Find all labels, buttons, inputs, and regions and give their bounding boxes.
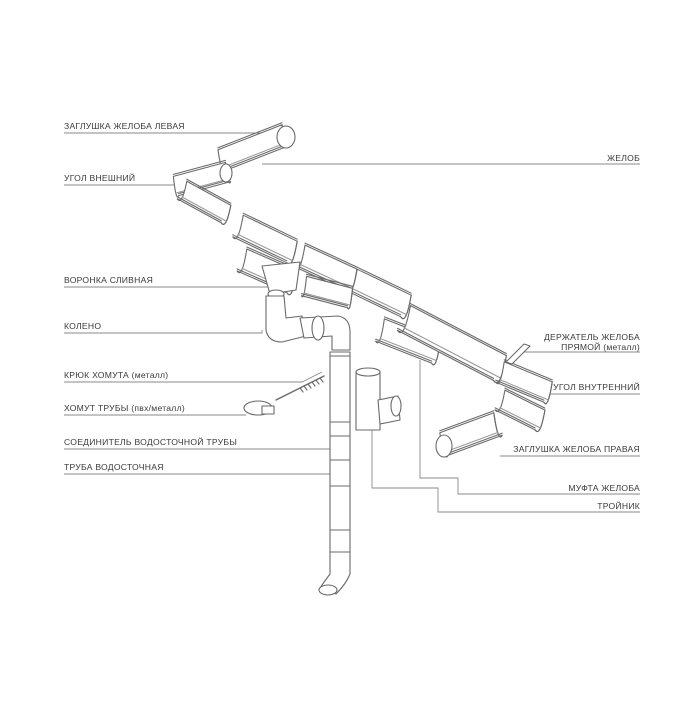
label-pipe-clamp: ХОМУТ ТРУБЫ (пвх/металл) (64, 403, 185, 413)
end-cap-left (277, 126, 295, 148)
outer-corner-b (177, 179, 231, 224)
label-bracket-line1: ДЕРЖАТЕЛЬ ЖЕЛОБА (543, 332, 640, 342)
label-outer-corner: УГОЛ ВНЕШНИЙ (64, 173, 136, 183)
tee-top (356, 368, 380, 376)
label-bracket-line2: ПРЯМОЙ (металл) (561, 342, 640, 352)
leader-tee (371, 430, 640, 513)
funnel-body (262, 262, 300, 294)
leader-lines (64, 132, 640, 513)
pipe-outlet-mouth (319, 585, 337, 595)
elbow-upper (266, 296, 306, 342)
clamp-hook-thread (300, 388, 303, 392)
clamp-hook-thread (312, 382, 315, 386)
label-gutter-coupling: МУФТА ЖЕЛОБА (568, 483, 640, 493)
label-funnel: ВОРОНКА СЛИВНАЯ (64, 275, 154, 285)
gutter-segment-1 (233, 213, 297, 264)
clamp-hook-thread (316, 380, 319, 384)
label-clamp-hook: КРЮК ХОМУТА (металл) (64, 370, 169, 380)
label-downpipe: ТРУБА ВОДОСТОЧНАЯ (64, 462, 164, 472)
downpipe (330, 352, 350, 552)
gutter-coupling-1 (301, 274, 352, 309)
label-elbow: КОЛЕНО (64, 321, 102, 331)
gutter-bracket (506, 344, 530, 364)
label-gutter: ЖЕЛОБ (607, 153, 640, 163)
leader-elbow (64, 330, 263, 334)
end-cap-right (436, 435, 452, 457)
pipe-outlet (320, 552, 350, 594)
gutter-segment-3 (347, 267, 411, 318)
pipe-clamp-lug (262, 406, 274, 414)
outer-corner-end (220, 164, 232, 182)
leader-clamp-hook (64, 371, 323, 383)
tee-branch-mouth (391, 396, 401, 416)
inner-corner-b (495, 388, 545, 431)
parts-drawing (173, 123, 552, 595)
tee-body (356, 372, 380, 430)
label-tee: ТРОЙНИК (597, 501, 640, 511)
label-end-cap-right: ЗАГЛУШКА ЖЕЛОБА ПРАВАЯ (513, 444, 640, 454)
clamp-hook-thread (308, 384, 311, 388)
label-pipe-connector: СОЕДИНИТЕЛЬ ВОДОСТОЧНОЙ ТРУБЫ (64, 437, 238, 447)
label-end-cap-left: ЗАГЛУШКА ЖЕЛОБА ЛЕВАЯ (64, 121, 185, 131)
clamp-hook-thread (304, 386, 307, 390)
clamp-hook-thread (320, 378, 323, 382)
elbow-joint (312, 316, 324, 340)
label-inner-corner: УГОЛ ВНУТРЕННИЙ (553, 382, 640, 392)
gutter-end-right (440, 411, 502, 457)
leader-gutter-coupling (419, 360, 640, 495)
elbow-offset (300, 316, 350, 350)
inner-corner-a (496, 360, 552, 404)
